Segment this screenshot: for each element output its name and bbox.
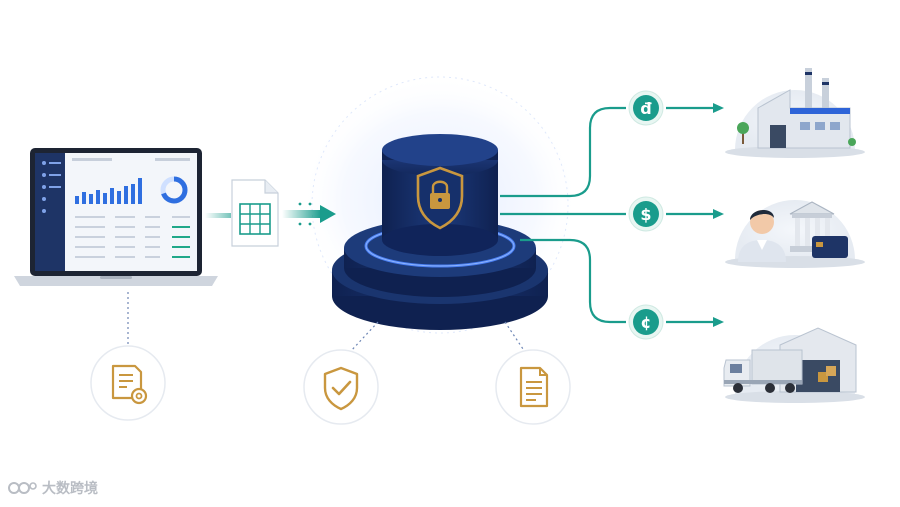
currency-coin-cent [628, 304, 664, 340]
secure-platform [332, 134, 548, 330]
watermark-text: 大数跨境 [42, 481, 98, 497]
flow-arrow-in [205, 202, 336, 226]
shield-check-icon [303, 349, 379, 425]
laptop [14, 148, 218, 286]
orbit-ring [311, 76, 569, 334]
watermark-logo-icon [8, 482, 37, 494]
bank-customer-scene [725, 200, 865, 268]
document-icon [495, 349, 571, 425]
shield-lock-icon [416, 166, 464, 230]
watermark: 大数跨境 [8, 478, 98, 498]
flow-arrowheads [713, 103, 724, 327]
dashboard-donut-chart [160, 176, 188, 204]
currency-coin-dong [628, 90, 664, 126]
dashboard-sidebar [35, 153, 65, 271]
document-settings-icon [90, 345, 166, 421]
dashboard-bar-chart [75, 178, 142, 204]
currency-coin-dollar [628, 196, 664, 232]
currency-symbol-dollar: $ [640, 205, 651, 224]
logistics-scene [723, 327, 865, 403]
connector-check [349, 321, 379, 353]
currency-symbol-dong: đ [640, 99, 652, 118]
connector-doc [504, 321, 526, 353]
currency-symbol-cent: ¢ [640, 313, 651, 332]
factory-scene [725, 68, 865, 158]
dashboard-table [75, 216, 190, 258]
spreadsheet-file-icon [231, 179, 279, 247]
flow-lines-out [500, 106, 715, 324]
